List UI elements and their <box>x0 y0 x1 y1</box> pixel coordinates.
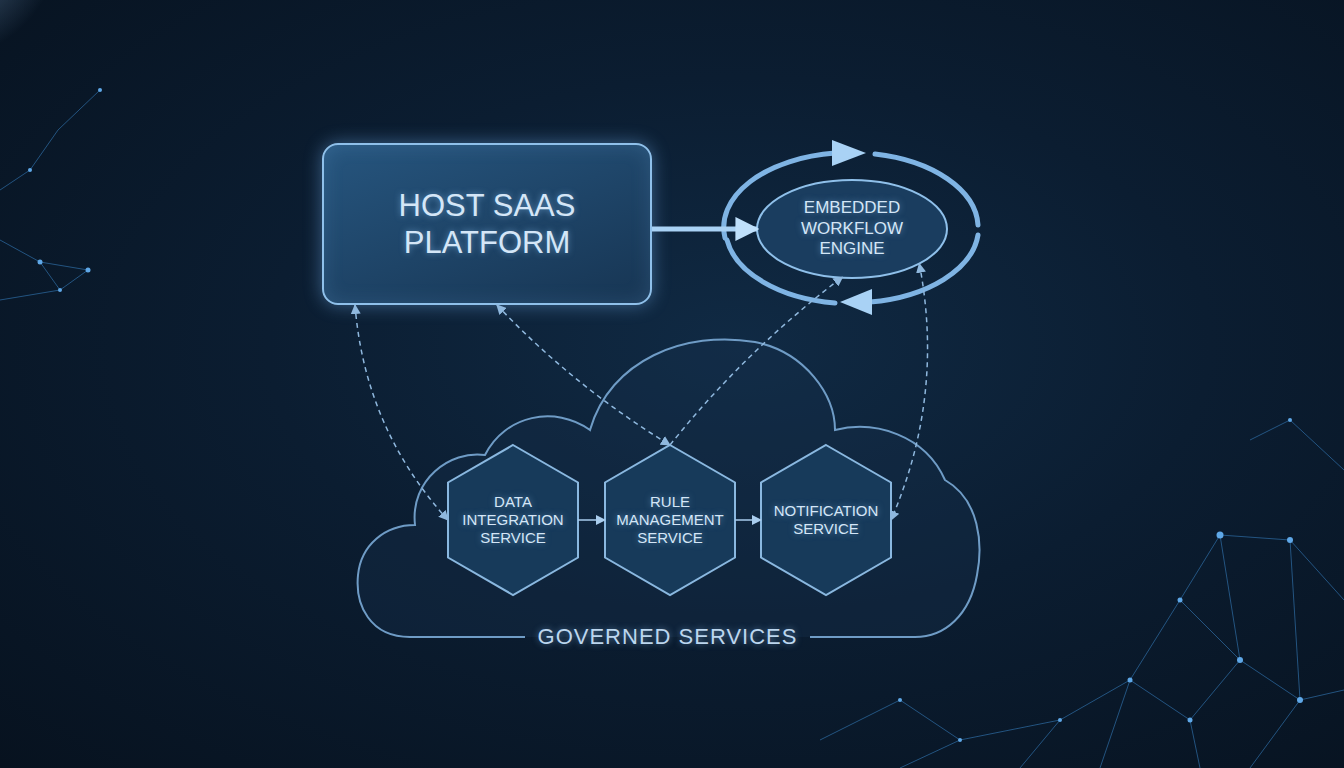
dashed-connector <box>670 277 843 445</box>
dashed-connector <box>355 305 448 520</box>
service-hexagon: DATA INTEGRATION SERVICE <box>448 445 578 595</box>
text-holder: GOVERNED SERVICES <box>355 623 980 651</box>
engine-ellipse: EMBEDDED WORKFLOW ENGINE <box>757 180 947 278</box>
service-hexagon: RULE MANAGEMENT SERVICE <box>605 445 735 595</box>
cycle-head <box>840 289 872 315</box>
outline-path <box>448 445 578 595</box>
dashed-connector <box>497 305 670 445</box>
flow-arrow <box>652 226 757 231</box>
node-label: HOST SAAS PLATFORM <box>362 187 612 261</box>
dashed-connector <box>891 264 928 520</box>
node-label: DATA INTEGRATION SERVICE <box>454 493 572 547</box>
network-decoration <box>0 90 1344 768</box>
outline-path <box>761 445 891 595</box>
text-holder: EMBEDDED WORKFLOW ENGINE <box>757 180 947 278</box>
network-dots <box>28 88 1303 742</box>
cycle-head <box>832 140 866 166</box>
outline-path <box>605 445 735 595</box>
text-holder: RULE MANAGEMENT SERVICE <box>605 445 735 595</box>
node-label: RULE MANAGEMENT SERVICE <box>611 493 729 547</box>
node-label: EMBEDDED WORKFLOW ENGINE <box>787 198 917 259</box>
outline-path <box>358 339 980 637</box>
text-holder: DATA INTEGRATION SERVICE <box>448 445 578 595</box>
corner-glow <box>0 0 60 60</box>
services-cloud: GOVERNED SERVICES DATA INTEGRATION SERVIC… <box>355 330 980 650</box>
text-holder: HOST SAAS PLATFORM <box>324 145 650 303</box>
outline-path <box>757 180 947 278</box>
flow-arrow <box>735 519 761 521</box>
text-holder: NOTIFICATION SERVICE <box>761 445 891 595</box>
cycle-arrows <box>724 153 978 303</box>
group-label: GOVERNED SERVICES <box>538 623 798 651</box>
node-label: NOTIFICATION SERVICE <box>767 502 885 538</box>
platform-box: HOST SAAS PLATFORM <box>322 143 652 305</box>
service-hexagon: NOTIFICATION SERVICE <box>761 445 891 595</box>
flow-arrow <box>578 519 605 521</box>
